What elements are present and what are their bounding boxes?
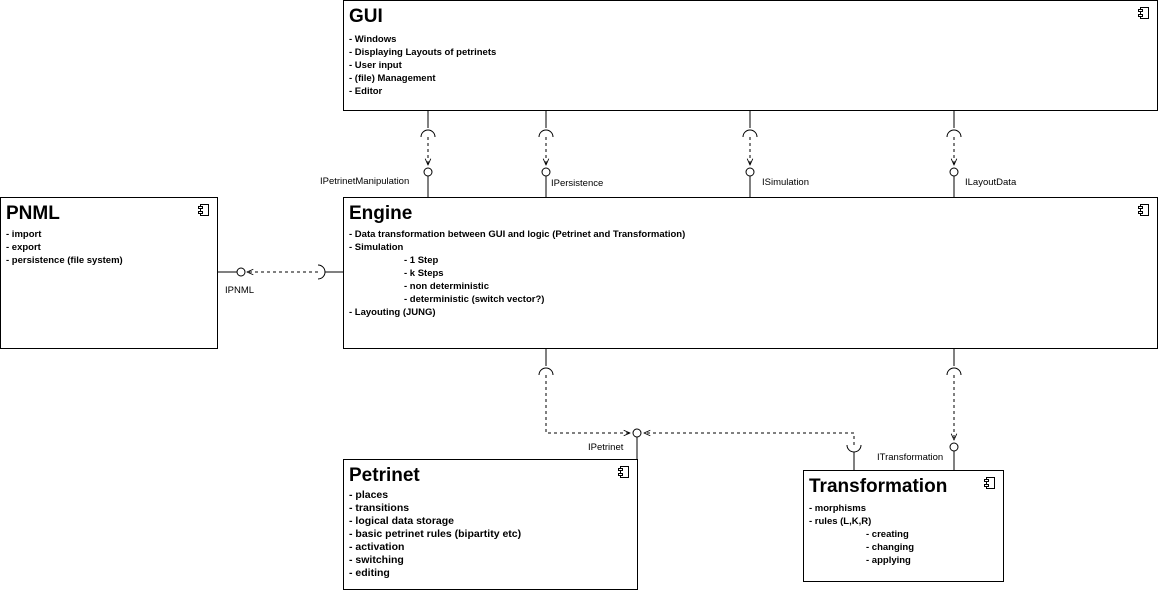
petrinet-item: - switching	[349, 554, 404, 566]
gui-item: - Displaying Layouts of petrinets	[349, 47, 497, 58]
interface-label-ipersistence: IPersistence	[551, 178, 604, 189]
engine-item: - k Steps	[404, 268, 444, 279]
connector-ipetrinet	[538, 348, 862, 470]
interface-label-ipetrinetmanipulation: IPetrinetManipulation	[320, 176, 410, 187]
component-icon	[198, 204, 209, 216]
component-icon	[984, 477, 995, 489]
gui-responsibilities: - Windows - Displaying Layouts of petrin…	[349, 33, 496, 98]
petrinet-item: - basic petrinet rules (bipartity etc)	[349, 528, 522, 540]
pnml-item: - persistence (file system)	[6, 255, 123, 266]
engine-component[interactable]: Engine - Data transformation between GUI…	[343, 197, 1158, 349]
transformation-component[interactable]: Transformation - morphisms - rules (L,K,…	[803, 470, 1004, 582]
petrinet-responsibilities: - places - transitions - logical data st…	[349, 489, 521, 580]
gui-component[interactable]: GUI - Windows - Displaying Layouts of pe…	[343, 0, 1158, 111]
petrinet-title: Petrinet	[349, 465, 420, 486]
gui-item: - Windows	[349, 34, 397, 45]
pnml-item: - export	[6, 242, 41, 253]
gui-item: - Editor	[349, 86, 383, 97]
connector-ilayoutdata	[946, 110, 962, 197]
engine-item: - Data transformation between GUI and lo…	[349, 229, 686, 240]
transformation-item: - applying	[866, 555, 911, 566]
pnml-component[interactable]: PNML - import - export - persistence (fi…	[0, 197, 218, 349]
connector-itransformation	[946, 348, 962, 470]
petrinet-item: - editing	[349, 567, 390, 579]
transformation-item: - changing	[866, 542, 915, 553]
transformation-item: - rules (L,K,R)	[809, 516, 872, 527]
interface-label-ipnml: IPNML	[225, 285, 255, 296]
pnml-responsibilities: - import - export - persistence (file sy…	[6, 228, 123, 267]
engine-item: - Layouting (JUNG)	[349, 307, 436, 318]
gui-item: - (file) Management	[349, 73, 436, 84]
interface-label-itransformation: ITransformation	[877, 452, 944, 463]
petrinet-component[interactable]: Petrinet - places - transitions - logica…	[343, 459, 638, 590]
transformation-responsibilities: - morphisms - rules (L,K,R) - creating -…	[809, 502, 914, 567]
component-icon	[1138, 7, 1149, 19]
transformation-title: Transformation	[809, 476, 948, 497]
petrinet-item: - logical data storage	[349, 515, 455, 527]
connector-ipnml	[217, 264, 343, 280]
transformation-item: - morphisms	[809, 503, 867, 514]
pnml-item: - import	[6, 229, 42, 240]
component-icon	[1138, 204, 1149, 216]
connector-isimulation	[742, 110, 758, 197]
engine-item: - 1 Step	[404, 255, 439, 266]
gui-item: - User input	[349, 60, 402, 71]
interface-label-ipetrinet: IPetrinet	[588, 442, 624, 453]
component-icon	[618, 466, 629, 478]
engine-responsibilities: - Data transformation between GUI and lo…	[349, 228, 685, 319]
engine-item: - deterministic (switch vector?)	[404, 294, 545, 305]
gui-title: GUI	[349, 6, 383, 27]
pnml-title: PNML	[6, 203, 60, 224]
connector-ipetrinetmanipulation	[420, 110, 436, 197]
connector-ipersistence	[538, 110, 554, 197]
petrinet-item: - transitions	[349, 502, 410, 514]
engine-title: Engine	[349, 203, 413, 224]
engine-item: - non deterministic	[404, 281, 489, 292]
petrinet-item: - activation	[349, 541, 405, 553]
interface-label-isimulation: ISimulation	[762, 177, 809, 188]
interface-label-ilayoutdata: ILayoutData	[965, 177, 1017, 188]
engine-item: - Simulation	[349, 242, 404, 253]
transformation-item: - creating	[866, 529, 909, 540]
petrinet-item: - places	[349, 489, 389, 501]
